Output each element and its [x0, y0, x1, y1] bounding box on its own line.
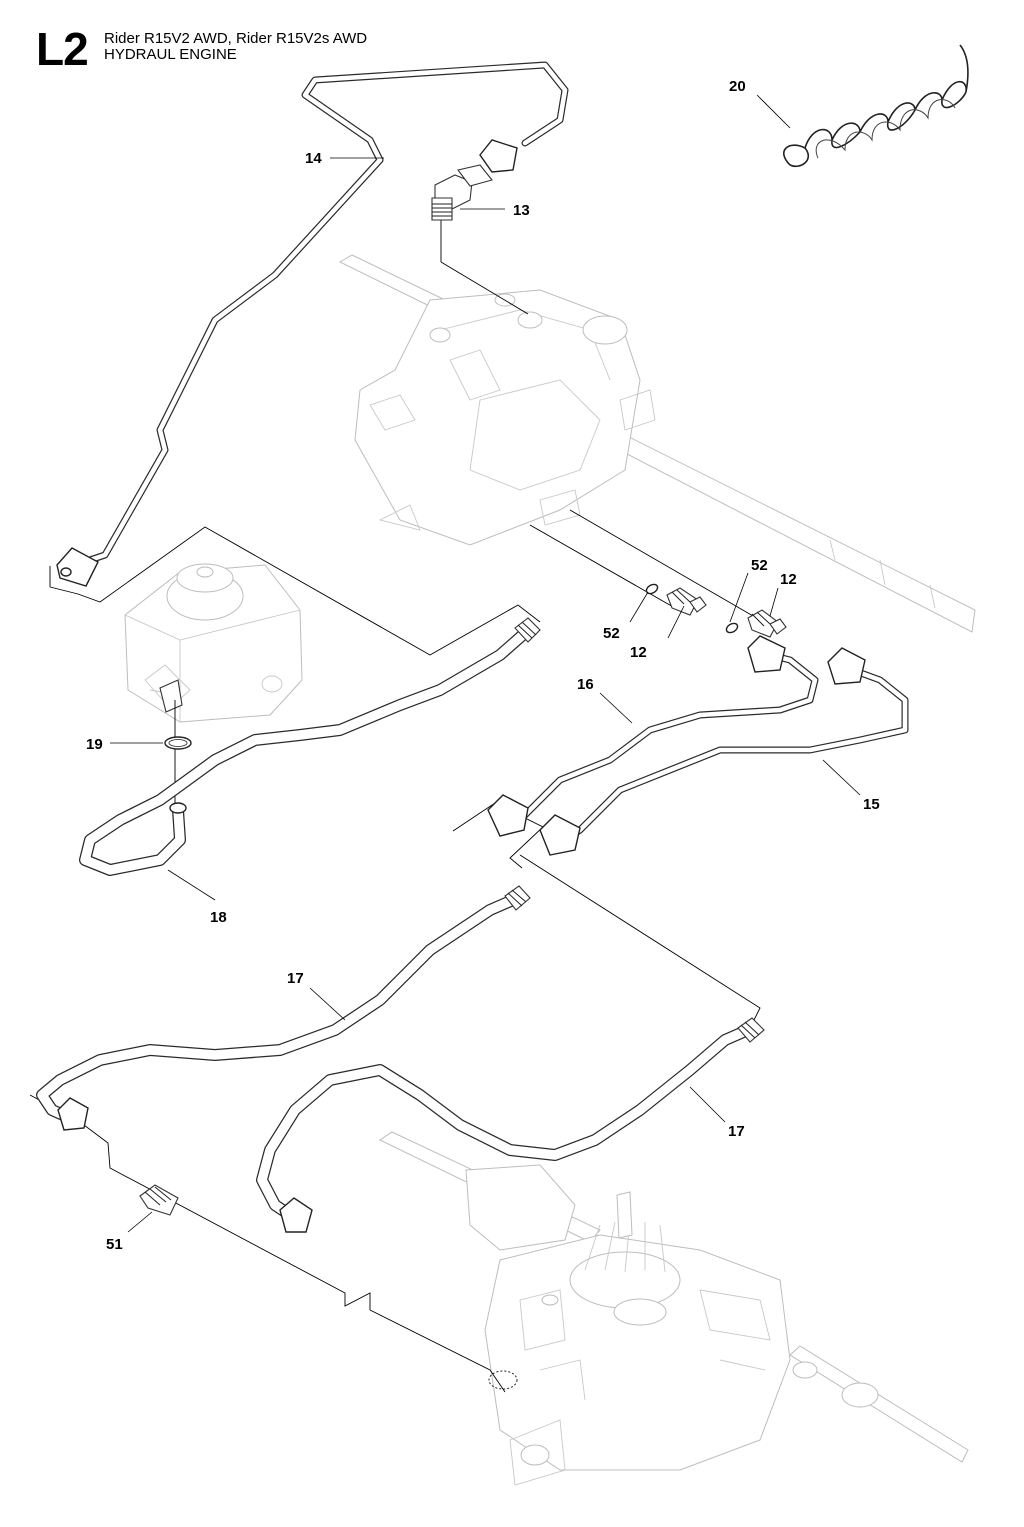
callout-14: 14: [305, 150, 322, 167]
model-list: Rider R15V2 AWD, Rider R15V2s AWD: [104, 30, 368, 47]
o-rings-52: [645, 583, 739, 634]
callout-18: 18: [210, 909, 227, 926]
callout-12-lower: 12: [630, 644, 647, 661]
spring-20: [783, 44, 969, 167]
callout-numbers: 20 14 13 52 12 52 12 16 19 15 18 17 17 5…: [86, 78, 880, 1253]
assembly-title: HYDRAUL ENGINE: [104, 46, 237, 63]
upper-transmission-ghost: [338, 254, 976, 633]
oil-tank-ghost: [124, 563, 303, 723]
callout-19: 19: [86, 736, 103, 753]
pipe-14: [56, 61, 569, 587]
callout-17-left: 17: [287, 970, 304, 987]
pipe-16: [487, 635, 819, 837]
hose-17-left: [36, 885, 531, 1131]
fittings-12: [666, 587, 787, 638]
section-code: L2: [36, 23, 89, 75]
callout-17-right: 17: [728, 1123, 745, 1140]
elbow-fitting-13: [431, 164, 493, 221]
callout-12-upper: 12: [780, 571, 797, 588]
callout-52-lower: 52: [603, 625, 620, 642]
clamp-19: [164, 736, 192, 750]
callout-16: 16: [577, 676, 594, 693]
callout-20: 20: [729, 78, 746, 95]
callout-leaders: [110, 94, 861, 1233]
callout-51: 51: [106, 1236, 123, 1253]
lower-transaxle-ghost: [378, 1131, 969, 1486]
pipe-15: [539, 647, 909, 856]
hose-18: [79, 617, 541, 876]
callout-13: 13: [513, 202, 530, 219]
fitting-51: [139, 1184, 518, 1390]
callout-52-upper: 52: [751, 557, 768, 574]
leader-frames: [29, 206, 761, 1393]
hose-17-right: [256, 1017, 765, 1233]
callout-15: 15: [863, 796, 880, 813]
